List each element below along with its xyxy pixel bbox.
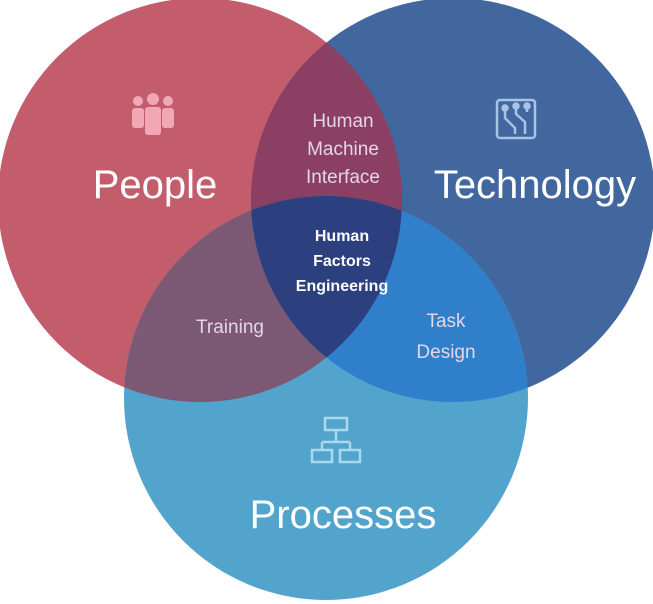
svg-text:Interface: Interface — [306, 167, 380, 188]
training-label: Training — [196, 317, 264, 338]
task-design-label: Task Design — [416, 311, 475, 363]
svg-text:Design: Design — [416, 342, 475, 363]
svg-text:Engineering: Engineering — [296, 278, 388, 295]
svg-text:Factors: Factors — [313, 253, 371, 270]
processes-label: Processes — [250, 493, 437, 537]
flowchart-icon — [310, 416, 362, 464]
people-icon — [132, 93, 174, 135]
svg-text:Machine: Machine — [307, 139, 379, 160]
technology-label: Technology — [434, 163, 636, 207]
circuit-icon — [495, 98, 537, 140]
svg-text:Human: Human — [312, 111, 373, 132]
hmi-label: Human Machine Interface — [306, 111, 380, 188]
center-label: Human Factors Engineering — [296, 228, 388, 295]
svg-text:Human: Human — [315, 228, 369, 245]
people-label: People — [93, 163, 218, 207]
svg-text:Task: Task — [426, 311, 466, 332]
